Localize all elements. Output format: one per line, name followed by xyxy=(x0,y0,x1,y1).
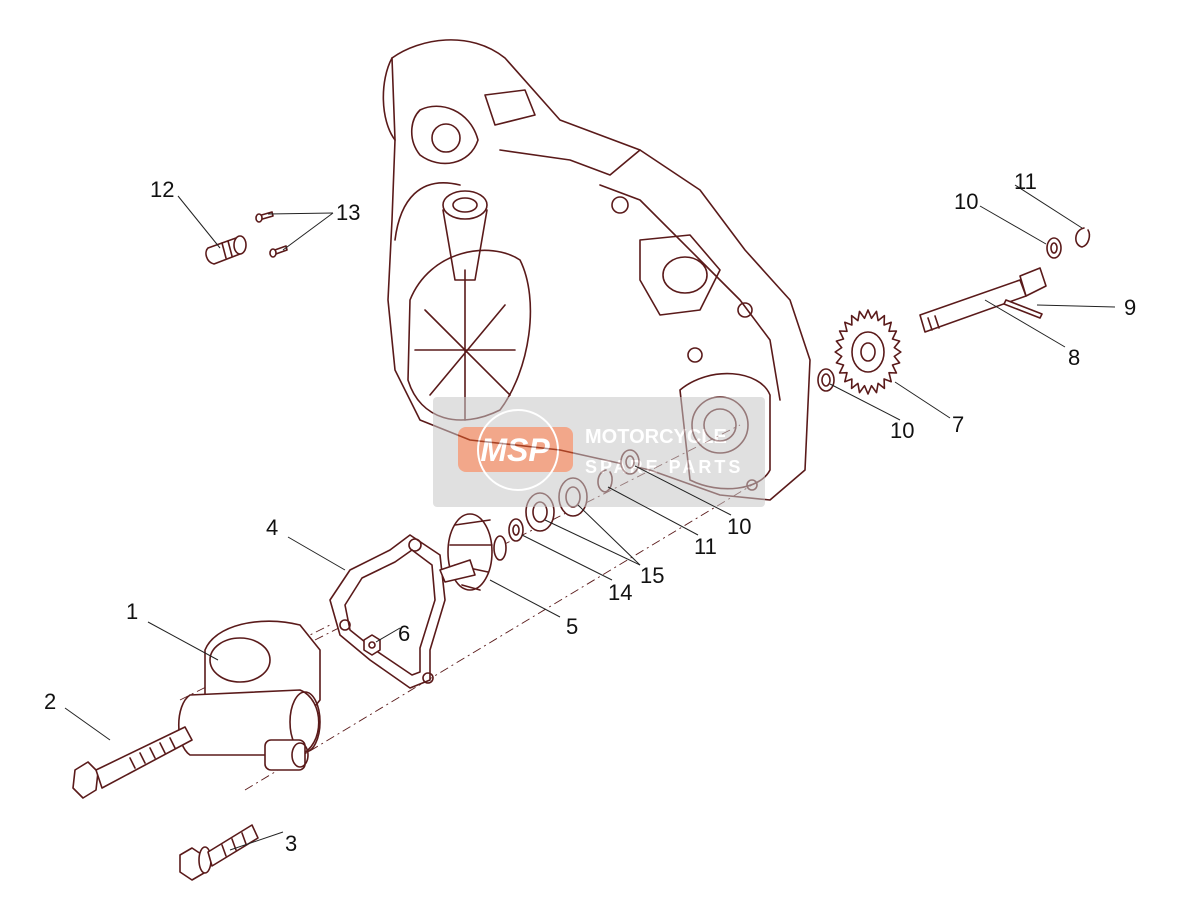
callout-8: 8 xyxy=(1068,345,1080,370)
watermark: MSP MOTORCYCLE SPARE PARTS xyxy=(433,397,765,507)
long-bolt-part xyxy=(72,726,193,799)
callout-7: 7 xyxy=(952,412,964,437)
callout-13: 13 xyxy=(336,200,360,225)
callout-2: 2 xyxy=(44,689,56,714)
flange-bolt-part xyxy=(179,824,259,881)
callout-12: 12 xyxy=(150,177,174,202)
callout-labels: 1 2 3 4 5 6 7 8 9 10 10 10 11 11 12 13 1… xyxy=(44,169,1136,856)
washer-part xyxy=(508,518,524,542)
pin-part xyxy=(1003,299,1043,319)
shim-washer-upper-part xyxy=(1046,237,1062,259)
watermark-line2: SPARE PARTS xyxy=(585,457,743,477)
callout-11-upper: 11 xyxy=(1014,169,1037,194)
callout-10-upper: 10 xyxy=(954,189,978,214)
leader-lines xyxy=(64,184,1116,851)
callout-5: 5 xyxy=(566,614,578,639)
screw-parts xyxy=(255,211,288,258)
shim-washer-gear-part xyxy=(817,368,835,392)
nut-part xyxy=(363,634,381,656)
callout-1: 1 xyxy=(126,599,138,624)
circlip-upper-part xyxy=(1075,227,1091,248)
callout-6: 6 xyxy=(398,621,410,646)
callout-9: 9 xyxy=(1124,295,1136,320)
callout-10-gear: 10 xyxy=(890,418,914,443)
watermark-badge xyxy=(458,427,573,472)
globe-icon xyxy=(477,409,559,491)
callout-4: 4 xyxy=(266,515,278,540)
shaft-part xyxy=(919,267,1047,333)
watermark-badge-text: MSP xyxy=(480,432,550,468)
gasket-part xyxy=(329,534,446,689)
callout-10-lower: 10 xyxy=(727,514,751,539)
callout-15: 15 xyxy=(640,563,664,588)
gear-part xyxy=(834,309,902,395)
impeller-part xyxy=(439,513,507,591)
plug-part xyxy=(205,235,247,265)
watermark-line1: MOTORCYCLE xyxy=(585,426,727,448)
callout-11-lower: 11 xyxy=(694,534,717,559)
pump-cover-part xyxy=(178,620,321,771)
callout-3: 3 xyxy=(285,831,297,856)
callout-14: 14 xyxy=(608,580,632,605)
watermark-backdrop xyxy=(433,397,765,507)
